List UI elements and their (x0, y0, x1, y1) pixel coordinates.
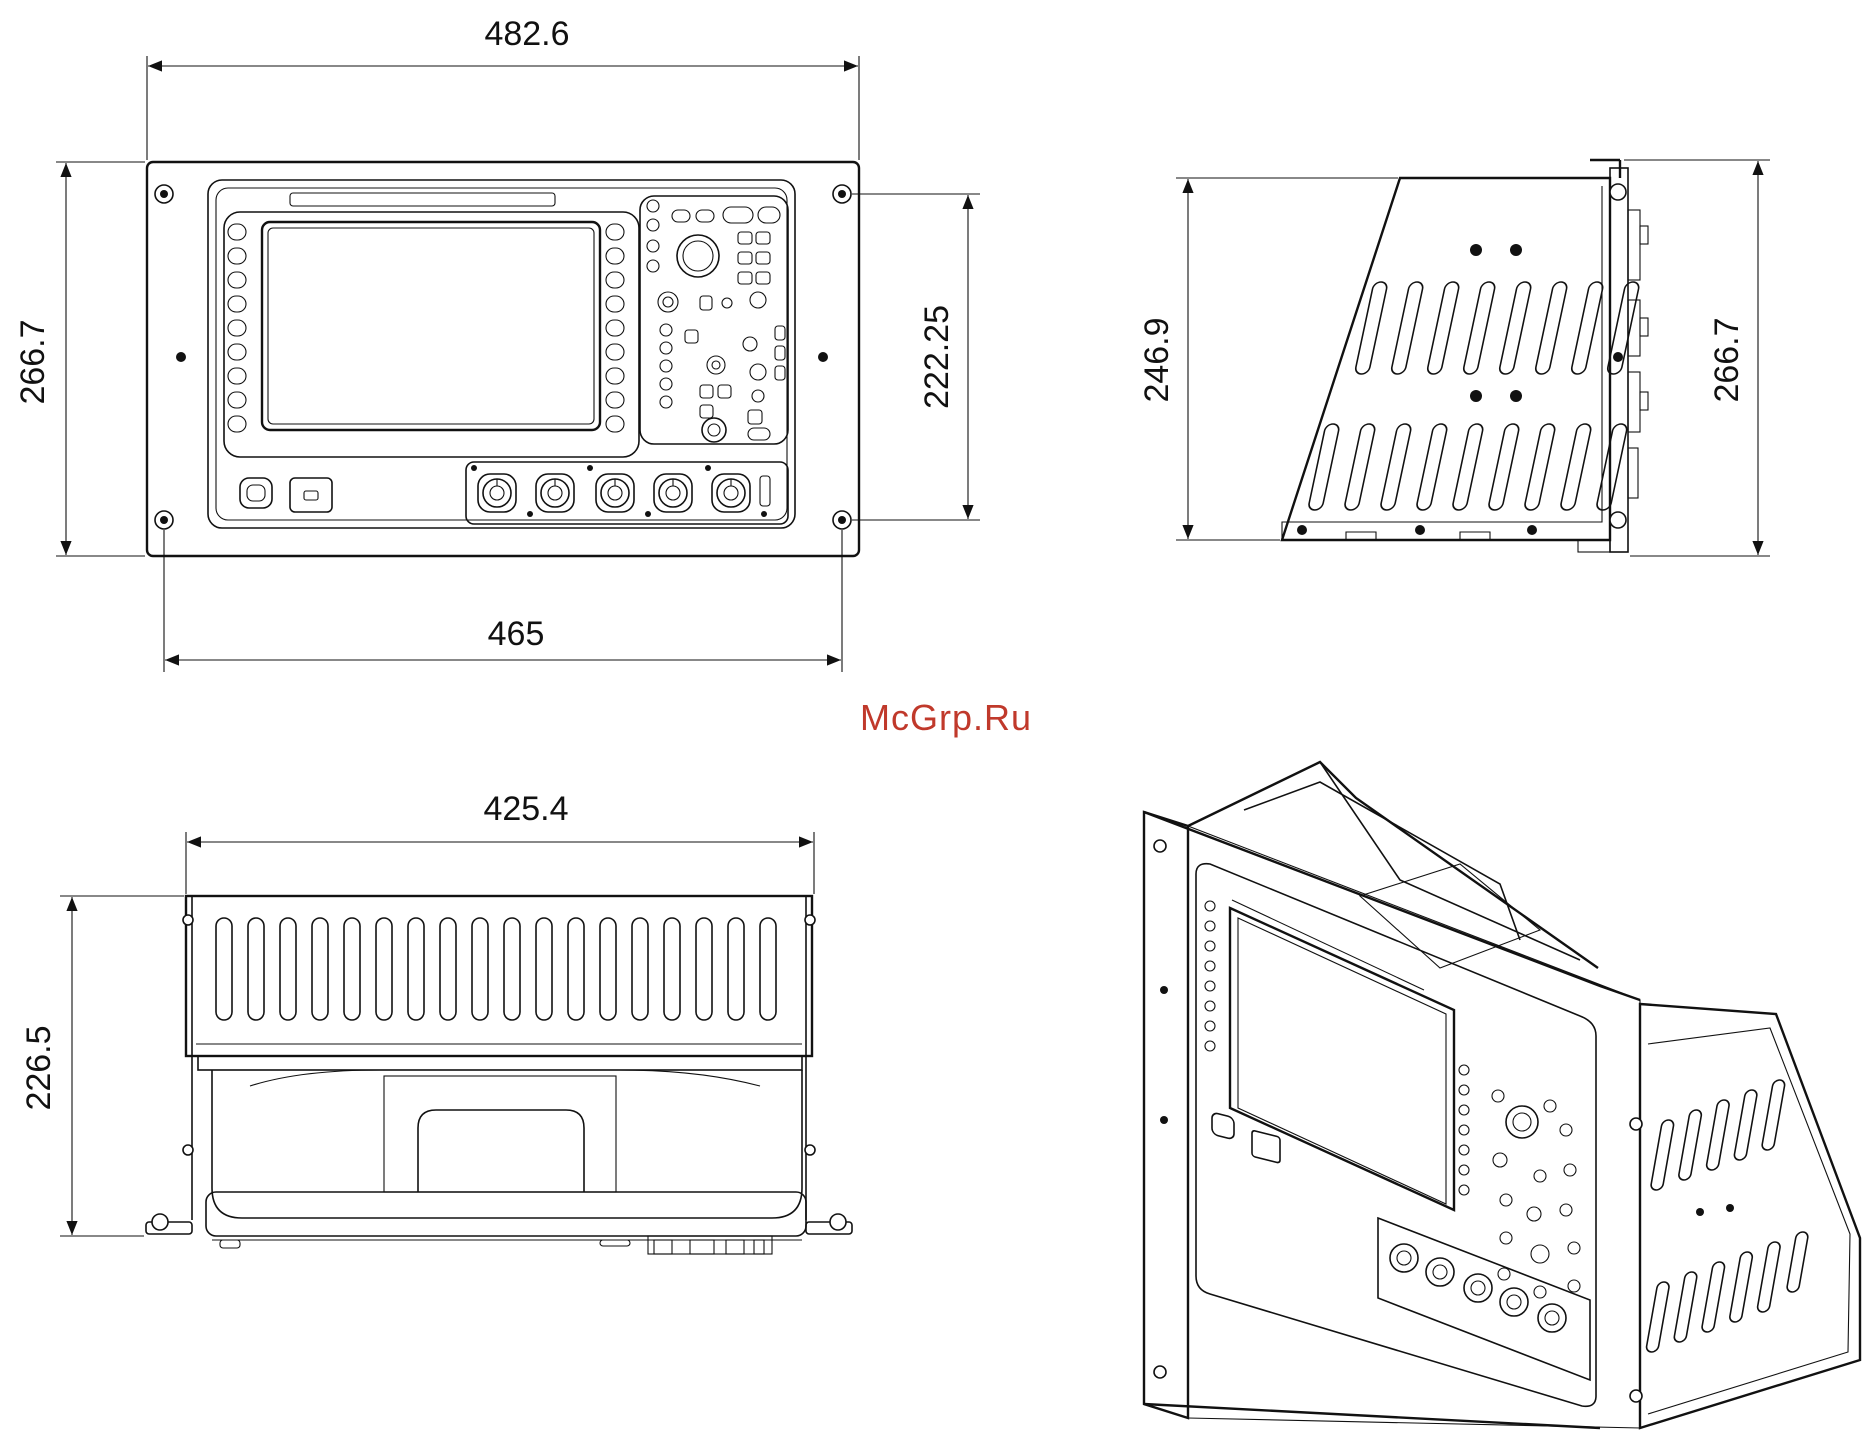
side-dimensions (1176, 160, 1770, 556)
dim-hole-spacing-horizontal: 465 (488, 615, 545, 653)
watermark-text: McGrp.Ru (860, 697, 1032, 738)
power-button (240, 478, 272, 508)
softkeys (228, 224, 624, 432)
top-dimensions (60, 832, 814, 1236)
iso-input-panel (1378, 1218, 1590, 1380)
dim-front-width: 482.6 (484, 15, 569, 53)
control-knobs (647, 200, 785, 442)
instrument-top-outline (212, 1070, 802, 1218)
screen (262, 222, 600, 430)
input-panel (466, 462, 788, 524)
side-view (1176, 160, 1770, 556)
top-view (60, 832, 852, 1254)
instrument-body (208, 180, 795, 528)
isometric-view (1144, 762, 1860, 1428)
dim-bracket-height: 246.9 (1138, 317, 1176, 402)
front-dimensions (56, 56, 980, 672)
iso-instrument-face (1196, 864, 1596, 1407)
side-bracket-outline (1282, 178, 1610, 540)
dim-side-height: 266.7 (1708, 317, 1746, 402)
dim-hole-spacing-vertical: 222.25 (918, 305, 956, 409)
dim-front-height: 266.7 (14, 319, 52, 404)
dim-top-depth: 226.5 (20, 1025, 58, 1110)
usb-port (290, 478, 332, 512)
bnc-inputs (471, 465, 770, 517)
top-vent-slots (216, 918, 776, 1020)
dim-top-width: 425.4 (483, 790, 568, 828)
iso-side-bracket (1640, 1004, 1860, 1428)
screen-bezel (224, 212, 639, 457)
front-view (56, 56, 980, 672)
iso-side-vent-slots (1646, 1080, 1809, 1352)
iso-softkeys (1205, 901, 1469, 1195)
